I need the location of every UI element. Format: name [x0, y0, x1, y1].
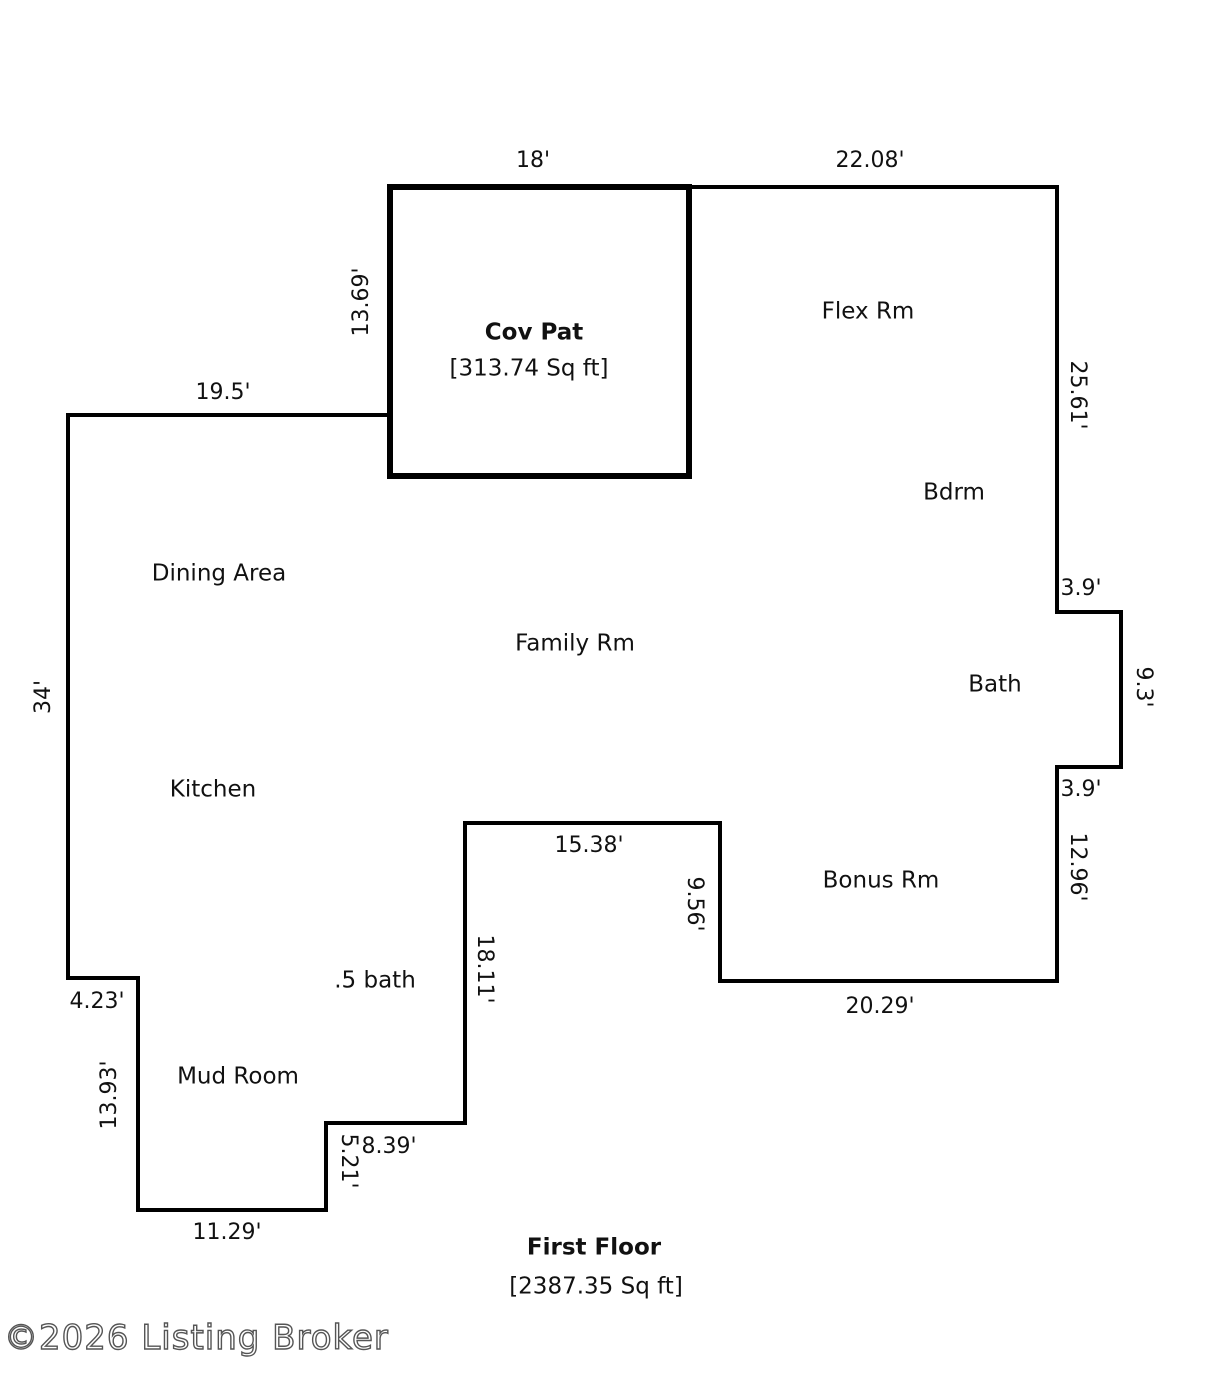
room-label-bdrm: Bdrm [923, 479, 985, 506]
dim-bath-step-bottom: 3.9' [1060, 777, 1102, 802]
dim-top-right: 22.08' [835, 148, 905, 173]
dim-notch-right: 9.56' [682, 876, 707, 932]
dim-left-side: 34' [31, 679, 56, 715]
room-label-mud: Mud Room [177, 1063, 299, 1090]
dim-patio-left: 13.69' [349, 267, 374, 337]
room-label-bonus: Bonus Rm [822, 867, 940, 894]
covered-patio-outline [387, 184, 692, 479]
dim-bottom-right: 20.29' [845, 994, 915, 1019]
room-label-family: Family Rm [515, 630, 635, 657]
dim-bottom-left: 11.29' [192, 1220, 262, 1245]
watermark: ©2026 Listing Broker [3, 1317, 389, 1358]
dim-left-top: 19.5' [195, 380, 251, 405]
room-label-bath: Bath [968, 671, 1022, 698]
dim-step-top: 8.39' [361, 1134, 417, 1159]
room-label-flex: Flex Rm [821, 298, 915, 325]
patio-area: [313.74 Sq ft] [449, 355, 609, 382]
dim-right-upper: 25.61' [1065, 360, 1090, 430]
first-floor-outline [66, 185, 1123, 1212]
dim-patio-top: 18' [515, 148, 551, 173]
floor-name: First Floor [526, 1234, 662, 1261]
dim-bath-step-top: 3.9' [1060, 576, 1102, 601]
dim-notch-top: 15.38' [554, 833, 624, 858]
room-label-kitchen: Kitchen [169, 776, 257, 803]
dim-bath-side: 9.3' [1131, 666, 1156, 708]
dim-notch-left: 18.11' [472, 934, 497, 1004]
dim-mud-step: 4.23' [69, 989, 125, 1014]
room-label-dining: Dining Area [151, 560, 287, 587]
floor-area: [2387.35 Sq ft] [509, 1273, 683, 1300]
dim-right-lower: 12.96' [1065, 832, 1090, 902]
patio-name: Cov Pat [484, 319, 584, 346]
dim-mud-left: 13.93' [97, 1060, 122, 1130]
dim-step-side: 5.21' [336, 1133, 361, 1189]
room-label-half-bath: .5 bath [334, 967, 416, 994]
